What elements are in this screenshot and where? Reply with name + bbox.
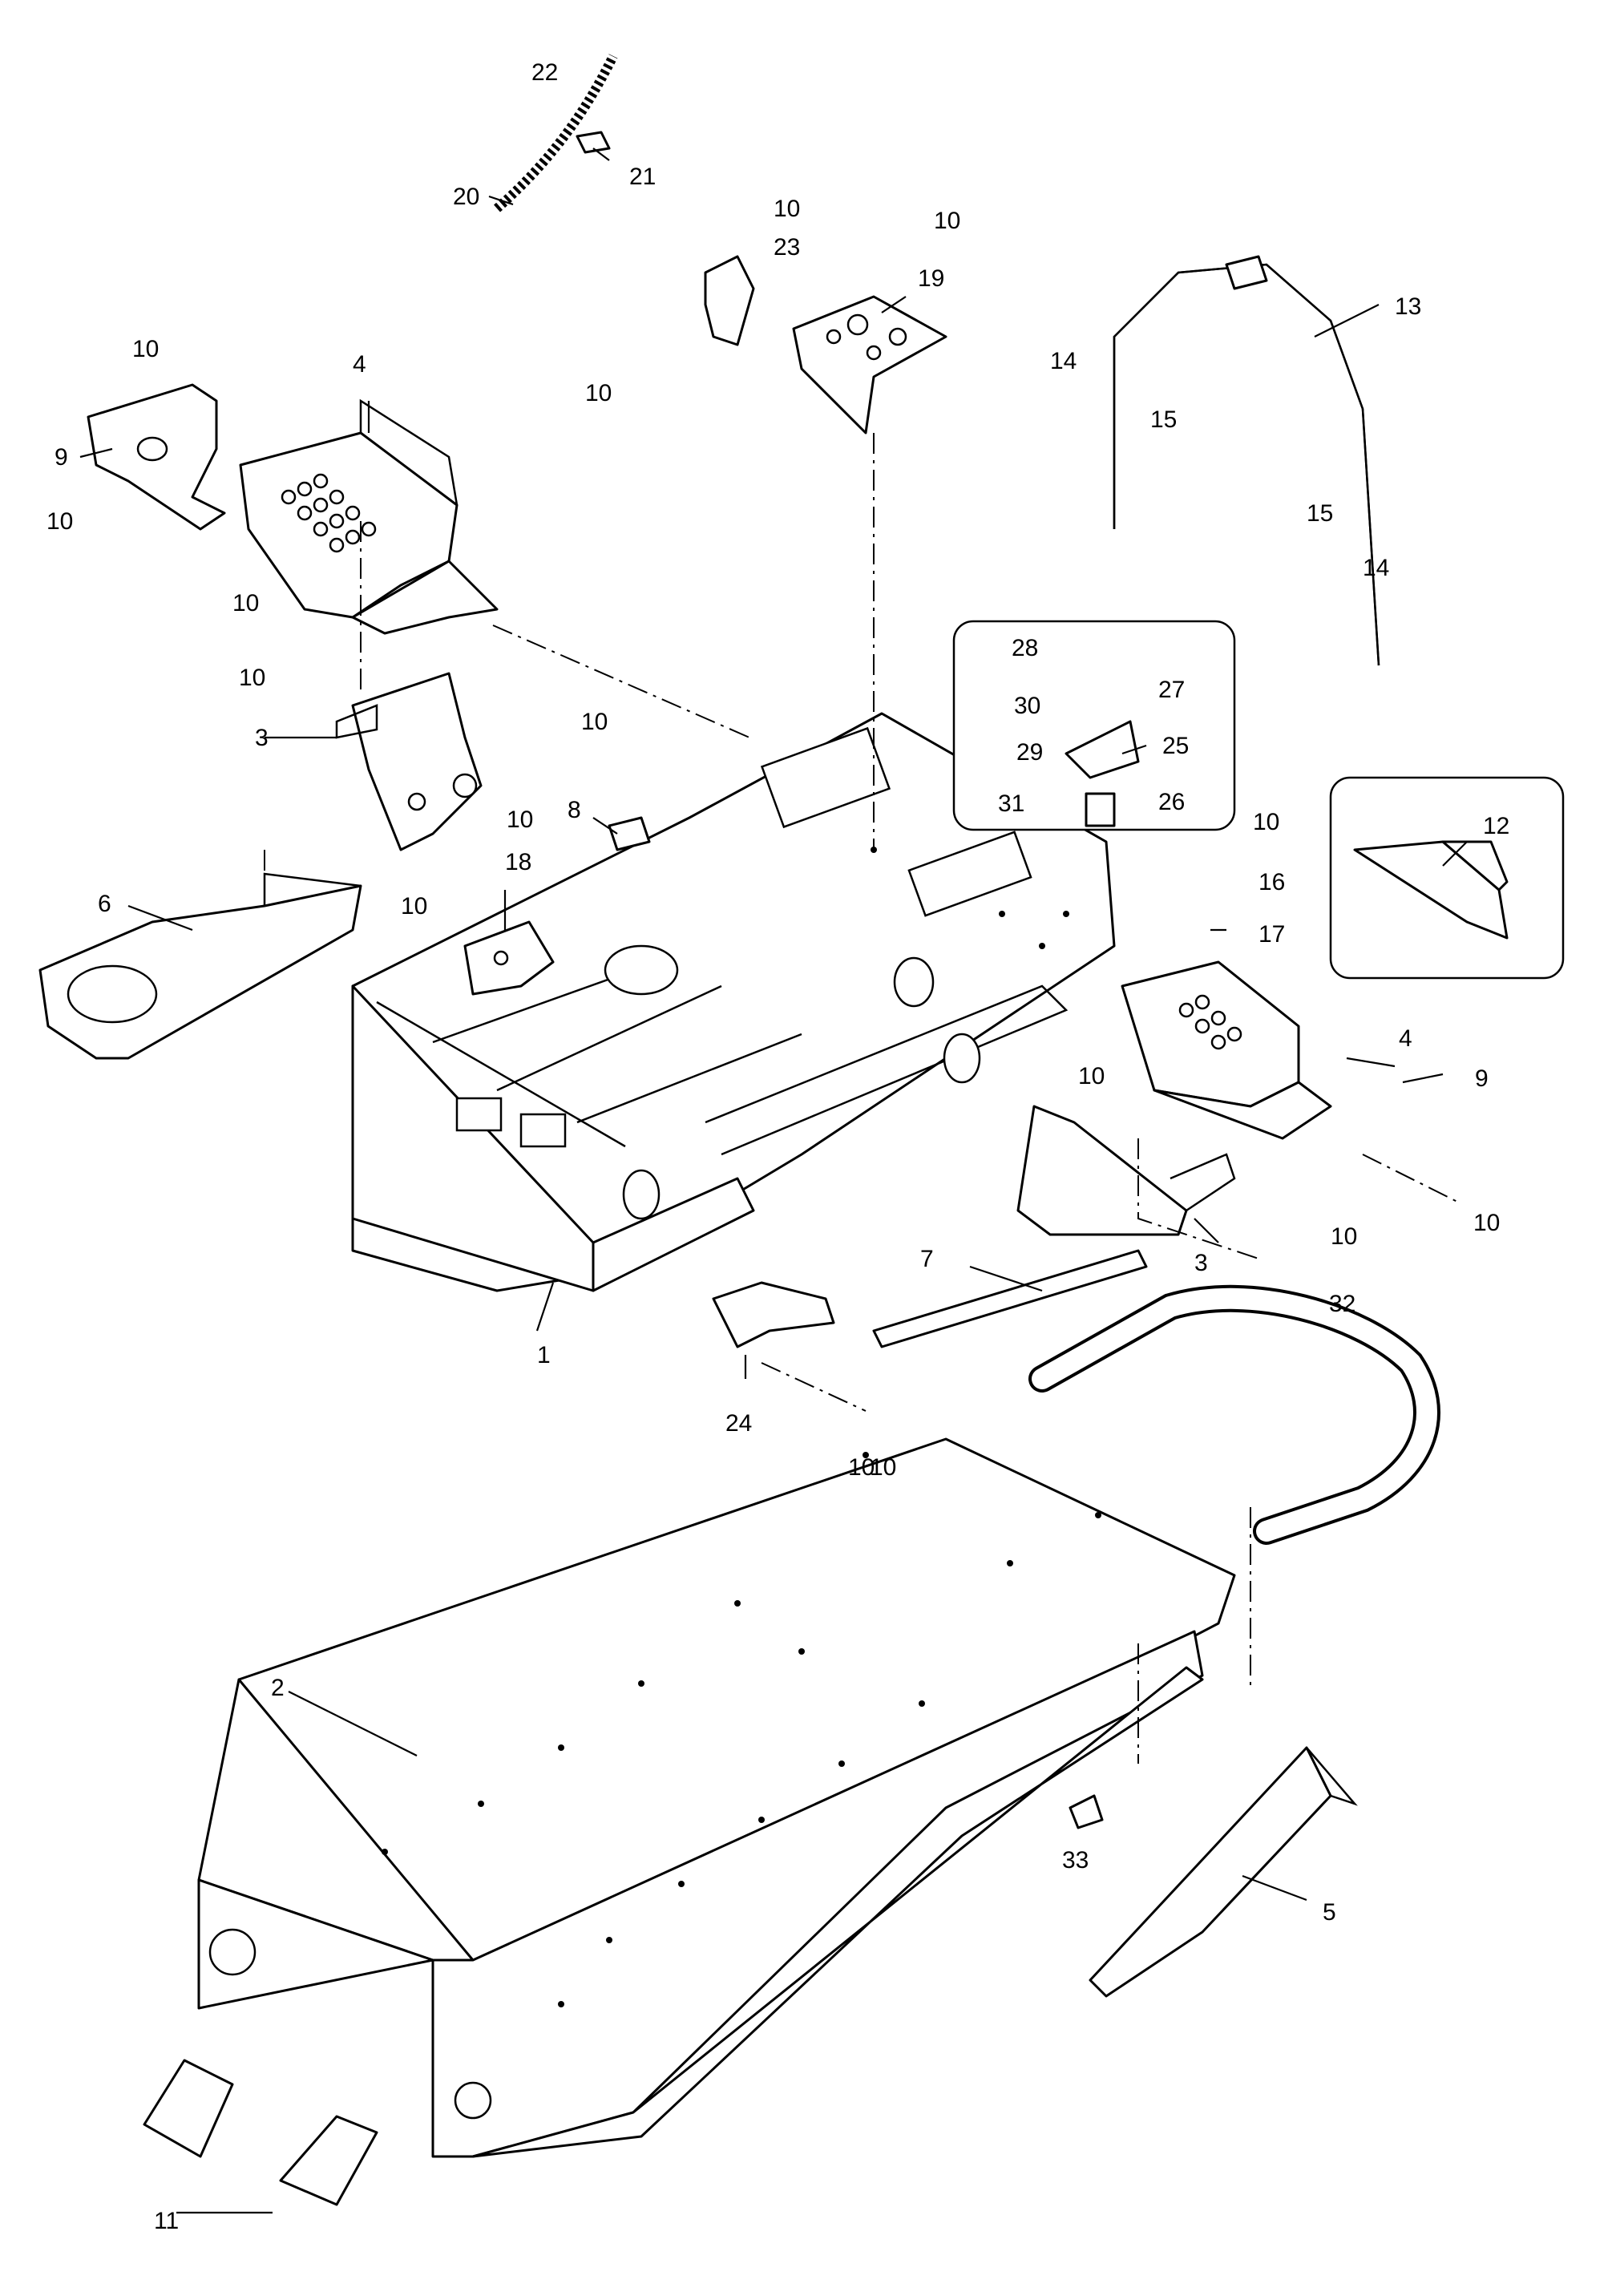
callout-33: 33: [1062, 1847, 1089, 1874]
callout-31: 31: [998, 790, 1024, 817]
callout-7: 7: [920, 1246, 934, 1272]
callout-10-k: 10: [1253, 809, 1279, 835]
callout-10-n: 10: [1473, 1210, 1500, 1236]
callout-25: 25: [1162, 733, 1189, 759]
callout-10-i: 10: [774, 196, 800, 222]
callout-10-g: 10: [507, 806, 533, 833]
hardware-inset: [952, 620, 1236, 831]
callout-4-right: 4: [1399, 1025, 1412, 1052]
part-1-main-frame: [351, 712, 1116, 1292]
part-8-clip: [608, 816, 651, 851]
part-23-bracket: [704, 255, 755, 346]
callout-10-j: 10: [934, 208, 960, 234]
part-7-strip: [872, 1249, 1148, 1348]
callout-3-right: 3: [1194, 1250, 1208, 1276]
callout-18: 18: [505, 849, 531, 875]
part-9-bracket-left: [87, 383, 226, 531]
part-3-bracket-right: [1016, 1105, 1236, 1236]
part-12-inset: [1329, 776, 1565, 980]
callout-11: 11: [154, 2208, 179, 2234]
part-13-steering-support: [1113, 255, 1380, 666]
callout-16: 16: [1258, 869, 1285, 895]
part-20-hose: [494, 54, 618, 212]
callout-8: 8: [568, 797, 581, 823]
callout-10-c: 10: [46, 508, 73, 535]
callout-12: 12: [1483, 813, 1509, 839]
part-6-heat-shield: [38, 872, 362, 1060]
assembly-lines: [264, 433, 1460, 1764]
callout-23: 23: [774, 234, 800, 261]
callout-29: 29: [1016, 739, 1043, 766]
part-24-bracket: [712, 1281, 835, 1348]
callout-24: 24: [725, 1410, 752, 1437]
callout-labels: 1 2 3 3 4 4 5 6 7 8 9 9 10 10 10 10 10 1…: [46, 59, 1509, 2234]
part-19-plate: [792, 295, 947, 435]
footrest-holes-left: [281, 473, 377, 553]
callout-19: 19: [918, 265, 944, 292]
callout-5: 5: [1323, 1899, 1336, 1926]
callout-26: 26: [1158, 789, 1185, 815]
part-33-bolt: [1069, 1794, 1104, 1829]
callout-28: 28: [1012, 635, 1038, 661]
callout-10-h: 10: [401, 893, 427, 920]
part-4-footrest-right: [1121, 960, 1332, 1140]
part-2-tunnel: [197, 1437, 1236, 2158]
callout-10-b: 10: [585, 380, 612, 406]
part-5-panel: [1089, 1746, 1358, 1998]
callout-20: 20: [453, 184, 479, 210]
part-11-pads: [143, 2059, 378, 2206]
callout-1: 1: [537, 1342, 551, 1368]
callout-6: 6: [98, 891, 111, 917]
callout-27: 27: [1158, 677, 1185, 703]
part-3-bracket-left: [335, 672, 483, 851]
callout-15-a: 15: [1150, 406, 1177, 433]
leader-lines: [79, 148, 1468, 2214]
callout-10-e: 10: [239, 665, 265, 691]
part-18-bracket: [463, 920, 555, 996]
callout-10-o: 10: [848, 1454, 875, 1481]
callout-13: 13: [1395, 293, 1421, 320]
callout-10-l: 10: [1078, 1063, 1105, 1089]
callout-10-d: 10: [232, 590, 259, 616]
callout-15-b: 15: [1307, 500, 1333, 527]
callout-17: 17: [1258, 921, 1285, 948]
callout-4-left: 4: [353, 351, 366, 378]
callout-9-left: 9: [55, 444, 68, 471]
callout-22: 22: [531, 59, 558, 86]
callout-32: 32: [1329, 1291, 1355, 1317]
part-32-bumper: [1028, 1284, 1440, 1545]
callout-10-a: 10: [132, 336, 159, 362]
callout-3-left: 3: [255, 725, 269, 751]
callout-2: 2: [271, 1675, 285, 1701]
part-4-footrest-left: [239, 398, 499, 635]
callout-10-m: 10: [1331, 1223, 1357, 1250]
callout-10-p: 10: [870, 1454, 896, 1481]
callout-10-f: 10: [581, 709, 608, 735]
callout-21: 21: [629, 164, 656, 190]
callout-30: 30: [1014, 693, 1040, 719]
callout-9-right: 9: [1475, 1065, 1489, 1092]
callout-14-a: 14: [1050, 348, 1077, 374]
callout-14-b: 14: [1363, 555, 1389, 581]
